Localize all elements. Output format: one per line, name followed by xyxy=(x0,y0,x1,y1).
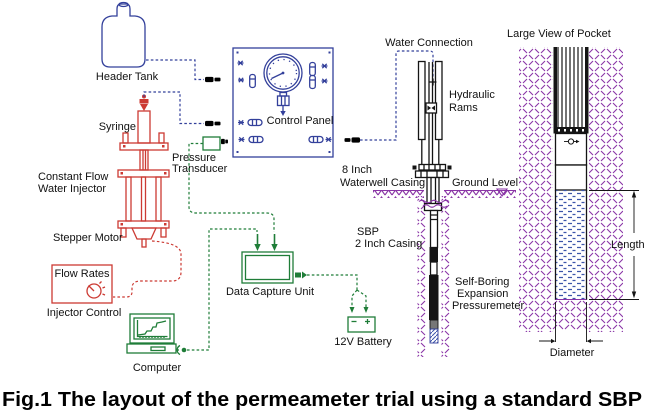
hydraulic-rams-label-line2: Rams xyxy=(449,102,478,114)
injector-control-unit xyxy=(51,264,113,304)
figure-caption: Fig.1 The layout of the permeameter tria… xyxy=(2,389,642,411)
computer-label: Computer xyxy=(133,362,182,374)
stepper-motor-label: Stepper Motor xyxy=(53,232,123,244)
water-inlet-icon xyxy=(429,78,437,86)
pipe-connector-icon xyxy=(205,120,233,127)
ground-level-marker-icon xyxy=(495,188,509,197)
injector-control-label: Injector Control xyxy=(47,307,122,319)
computer-signal-line xyxy=(176,228,258,356)
hydraulic-rams-label-line1: Hydraulic xyxy=(449,89,495,101)
constant-flow-water-injector xyxy=(117,94,170,248)
ground-level-label: Ground Level xyxy=(452,177,518,189)
header-tank-label: Header Tank xyxy=(96,71,159,83)
diameter-dimension xyxy=(539,302,603,344)
header-tank xyxy=(101,1,146,68)
signal-connector-icon xyxy=(270,233,279,252)
control-panel xyxy=(232,47,334,158)
computer-icon xyxy=(126,313,177,354)
pressuremeter-label-line3: Pressuremeter xyxy=(452,300,524,312)
battery-label: 12V Battery xyxy=(334,336,392,348)
flow-rates-label: Flow Rates xyxy=(54,268,110,280)
pipe-connector-icon xyxy=(221,138,234,145)
battery-icon xyxy=(347,316,376,333)
sbp-rig xyxy=(412,60,452,212)
constant-flow-label-line2: Water Injector xyxy=(38,183,106,195)
hydraulic-ram-right xyxy=(434,60,443,141)
pressuremeter-label-line1: Self-Boring xyxy=(455,276,509,288)
probe-tip xyxy=(429,328,439,344)
water-line-tank-to-panel xyxy=(146,59,204,81)
water-connection-label: Water Connection xyxy=(385,37,473,49)
control-knob-icon xyxy=(86,281,106,299)
water-line-panel-to-rig xyxy=(360,50,434,141)
length-label: Length xyxy=(611,239,645,251)
sbp-casing-label-line1: SBP xyxy=(357,226,379,238)
control-panel-label: Control Panel xyxy=(267,115,334,127)
pressure-transducer-label-line2: Transducer xyxy=(172,163,228,175)
probe-port-icon xyxy=(564,138,580,145)
water-line-syringe-to-panel xyxy=(143,91,204,125)
pocket-section xyxy=(554,190,588,301)
pressuremeter-label-line2: Expansion xyxy=(457,288,508,300)
length-dimension xyxy=(589,190,639,300)
ram-crosshead xyxy=(425,102,438,114)
diameter-label: Diameter xyxy=(550,347,595,359)
syringe-label: Syringe xyxy=(99,121,136,133)
sbp-casing-label-line2: 2 Inch Casing xyxy=(355,238,422,250)
pipe-connector-icon xyxy=(332,137,360,143)
pressure-transducer-label-line1: Pressure xyxy=(172,152,216,164)
data-capture-unit-label: Data Capture Unit xyxy=(226,286,314,298)
hydraulic-ram-left xyxy=(417,60,426,141)
large-view-label: Large View of Pocket xyxy=(507,28,611,40)
dcu-power-line xyxy=(295,271,369,313)
ground-surface-hatch xyxy=(373,188,516,198)
large-view-hatch xyxy=(519,47,623,332)
pressure-transducer xyxy=(202,136,221,151)
stepper-motor-body xyxy=(130,227,158,240)
borehole-wall-hatch xyxy=(417,196,451,357)
pressure-gauge-icon xyxy=(263,53,303,107)
data-capture-unit xyxy=(241,251,294,284)
constant-flow-label-line1: Constant Flow xyxy=(38,171,108,183)
waterwell-casing-label-line1: 8 Inch xyxy=(342,164,372,176)
signal-connector-icon xyxy=(253,233,262,252)
waterwell-casing-label-line2: Waterwell Casing xyxy=(340,177,425,189)
injector-signal-line xyxy=(113,240,182,298)
syringe-barrel xyxy=(137,110,151,144)
transducer-signal-line xyxy=(188,142,275,232)
large-view-probe xyxy=(553,47,589,191)
pipe-connector-icon xyxy=(205,76,233,83)
pressuremeter-probe xyxy=(429,209,439,344)
casing-clamp xyxy=(412,163,452,179)
